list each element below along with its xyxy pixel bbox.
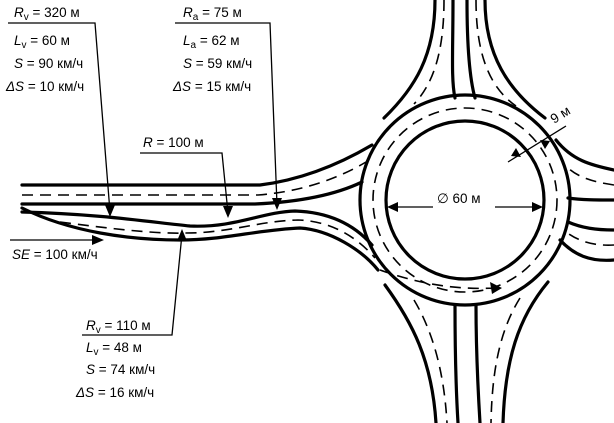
north-road-median-a: [450, 0, 457, 100]
merge-arrow: [490, 282, 502, 294]
west-road-merge-lane: [379, 269, 496, 290]
leader-left-top-arrow: [105, 205, 115, 217]
south-road-median-a: [453, 303, 460, 423]
leader-left-top: [8, 22, 111, 213]
ring-inner-edge: [384, 119, 546, 281]
leader-r100-arrow: [223, 206, 233, 218]
north-road-lane-b: [475, 0, 517, 107]
west-road-upper-edge: [20, 143, 374, 187]
leader-bottom-arrow: [177, 229, 187, 241]
south-road-lane-b: [490, 297, 521, 423]
label-ra-75: Ra = 75 м: [183, 5, 242, 23]
diameter-arrow-right: [532, 202, 543, 212]
east-road-lower-edge: [558, 238, 614, 262]
diameter-label-bg: [433, 190, 495, 208]
label-width-9: 9 м: [548, 103, 573, 127]
east-road-median-b: [566, 220, 614, 232]
label-la-62: La = 62 м: [183, 33, 240, 51]
width-arrow-b: [540, 140, 550, 149]
label-diameter: ∅ 60 м: [437, 191, 481, 206]
label-s-59: S = 59 км/ч: [183, 56, 252, 71]
leader-se-arrow: [92, 235, 104, 245]
label-ds-15: ΔS = 15 км/ч: [172, 79, 251, 94]
dimensions: [387, 125, 567, 212]
label-lv-48: Lv = 48 м: [86, 340, 142, 358]
width-arrow-a: [511, 148, 521, 157]
south-road-lane-a: [413, 299, 448, 423]
leader-mid-top: [175, 22, 278, 206]
label-block-bottom: Rv = 110 м Lv = 48 м S = 74 км/ч ΔS = 16…: [75, 318, 155, 400]
leader-mid-top-arrow: [272, 198, 282, 210]
label-rv-320: Rv = 320 м: [14, 5, 80, 23]
label-ds-10: ΔS = 10 км/ч: [5, 79, 84, 94]
roads: [20, 0, 614, 423]
east-road-median-a: [566, 196, 614, 202]
leader-r100: [140, 152, 229, 214]
label-rv-110: Rv = 110 м: [86, 318, 151, 336]
label-lv-60: Lv = 60 м: [14, 33, 70, 51]
west-road-lower-lane: [59, 219, 376, 259]
north-road-median-b: [465, 0, 477, 100]
south-road-left-edge: [383, 283, 438, 423]
diameter-arrow-left: [387, 202, 398, 212]
leader-bottom: [82, 233, 183, 336]
west-road-lower-outer-edge: [20, 206, 380, 272]
label-block-left-top: Rv = 320 м Lv = 60 м S = 90 км/ч ΔS = 10…: [5, 5, 84, 94]
east-road-lane-b: [565, 231, 614, 246]
ring-lane-line: [372, 107, 558, 293]
south-road-median-b: [474, 303, 482, 423]
label-block-mid-top: Ra = 75 м La = 62 м S = 59 км/ч ΔS = 15 …: [172, 5, 252, 94]
label-s-90: S = 90 км/ч: [14, 56, 83, 71]
label-s-74: S = 74 км/ч: [86, 362, 155, 377]
west-road-lower-inner-edge: [20, 209, 374, 247]
west-road-mid-edge: [20, 180, 364, 206]
east-road-lane-a: [565, 165, 614, 186]
west-road-upper-lane: [22, 161, 367, 196]
north-road-right-edge: [483, 0, 547, 120]
label-r-100: R = 100 м: [143, 135, 204, 150]
leaders: [8, 22, 282, 336]
north-road-left-edge: [382, 0, 437, 120]
label-ds-16: ΔS = 16 км/ч: [75, 385, 154, 400]
label-se-100: SE = 100 км/ч: [12, 247, 98, 262]
east-road-upper-edge: [554, 138, 614, 172]
ring-outer-edge: [358, 93, 572, 307]
south-road-right-edge: [501, 280, 550, 423]
